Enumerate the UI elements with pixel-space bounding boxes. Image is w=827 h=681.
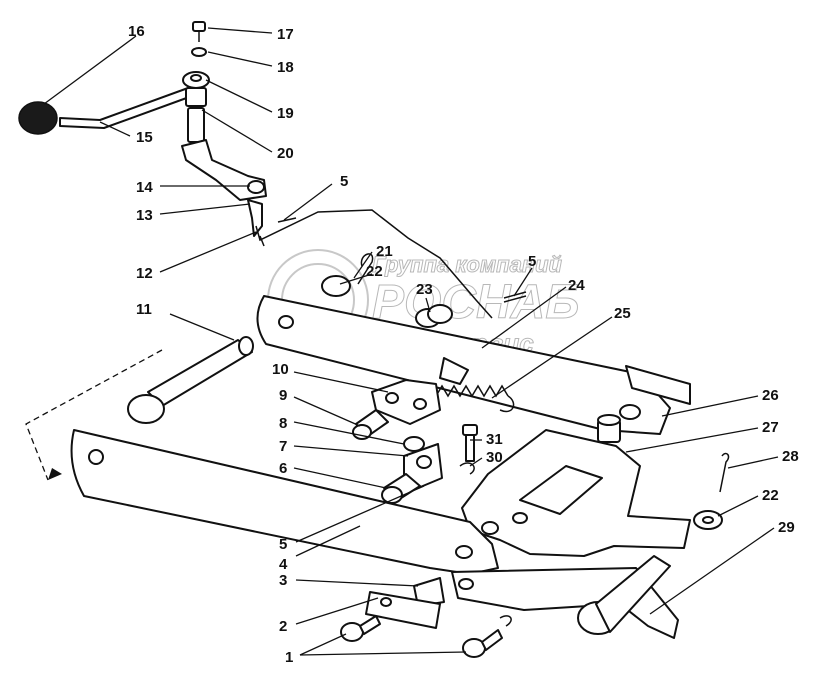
callout-5-bottom: 5 (279, 536, 287, 553)
callout-9: 9 (279, 387, 287, 404)
callout-28: 28 (782, 448, 799, 465)
leader-lines (43, 27, 779, 656)
frame-part-27 (461, 429, 691, 557)
washer-part-22b (693, 510, 723, 530)
rod-part-12 (255, 209, 493, 319)
cotter-pin-part-5a (277, 217, 297, 223)
callout-15: 15 (136, 129, 153, 146)
callout-23: 23 (416, 281, 433, 298)
pin-part-6 (381, 473, 421, 504)
bolt-part-31 (462, 424, 478, 462)
bracket-part-7 (403, 443, 443, 489)
pin-part-11 (127, 336, 254, 424)
callout-27: 27 (762, 419, 779, 436)
cotter-pin-part-28 (719, 452, 730, 493)
arm-part-29 (451, 555, 679, 639)
lower-link-bar (70, 429, 499, 575)
callout-31: 31 (486, 431, 503, 448)
washer-part-22a (321, 275, 351, 297)
callout-1: 1 (285, 649, 293, 666)
callouts: 16 17 18 19 15 20 14 5 13 12 21 22 5 23 … (128, 23, 799, 666)
knob-part-16 (18, 101, 58, 135)
callout-29: 29 (778, 519, 795, 536)
clip-part-1 (499, 615, 512, 627)
arm-part-13-14 (181, 139, 267, 237)
callout-13: 13 (136, 207, 153, 224)
bushing-part-19 (182, 71, 210, 89)
bolt-part-17 (192, 21, 206, 42)
callout-17: 17 (277, 26, 294, 43)
callout-2: 2 (279, 618, 287, 635)
callout-26: 26 (762, 387, 779, 404)
callout-30: 30 (486, 449, 503, 466)
callout-5-top: 5 (340, 173, 348, 190)
callout-6: 6 (279, 460, 287, 477)
callout-3: 3 (279, 572, 287, 589)
washer-part-18 (191, 47, 207, 57)
callout-24: 24 (568, 277, 585, 294)
bolt-part-1b (462, 629, 503, 658)
upper-link-bar (256, 295, 691, 435)
callout-10: 10 (272, 361, 289, 378)
callout-16: 16 (128, 23, 145, 40)
callout-19: 19 (277, 105, 294, 122)
callout-8: 8 (279, 415, 287, 432)
arrow-head (48, 468, 62, 480)
callout-14: 14 (136, 179, 153, 196)
bolt-part-1a (340, 615, 381, 642)
callout-7: 7 (279, 438, 287, 455)
washer-part-23 (415, 304, 453, 328)
callout-4: 4 (279, 556, 288, 573)
callout-11: 11 (136, 301, 152, 318)
callout-22-bottom: 22 (762, 487, 779, 504)
cotter-pin-part-21 (357, 253, 374, 285)
callout-12: 12 (136, 265, 153, 282)
callout-18: 18 (277, 59, 294, 76)
callout-21: 21 (376, 243, 393, 260)
shaft-part-20 (185, 87, 207, 143)
sleeve-part-8 (403, 436, 425, 452)
dashed-assembly-line (25, 349, 163, 481)
callout-20: 20 (277, 145, 294, 162)
callout-22-top: 22 (366, 263, 383, 280)
watermark-line2: РОСНАБ (372, 276, 579, 329)
callout-5-mid: 5 (528, 253, 536, 270)
lever-part-15 (59, 87, 193, 129)
pin-part-9 (352, 409, 389, 440)
rod-end-12 (259, 235, 265, 247)
watermark-line1: Группа компаний (372, 252, 563, 277)
stud-part-26 (597, 414, 621, 443)
plate-part-2 (365, 591, 441, 629)
callout-25: 25 (614, 305, 631, 322)
